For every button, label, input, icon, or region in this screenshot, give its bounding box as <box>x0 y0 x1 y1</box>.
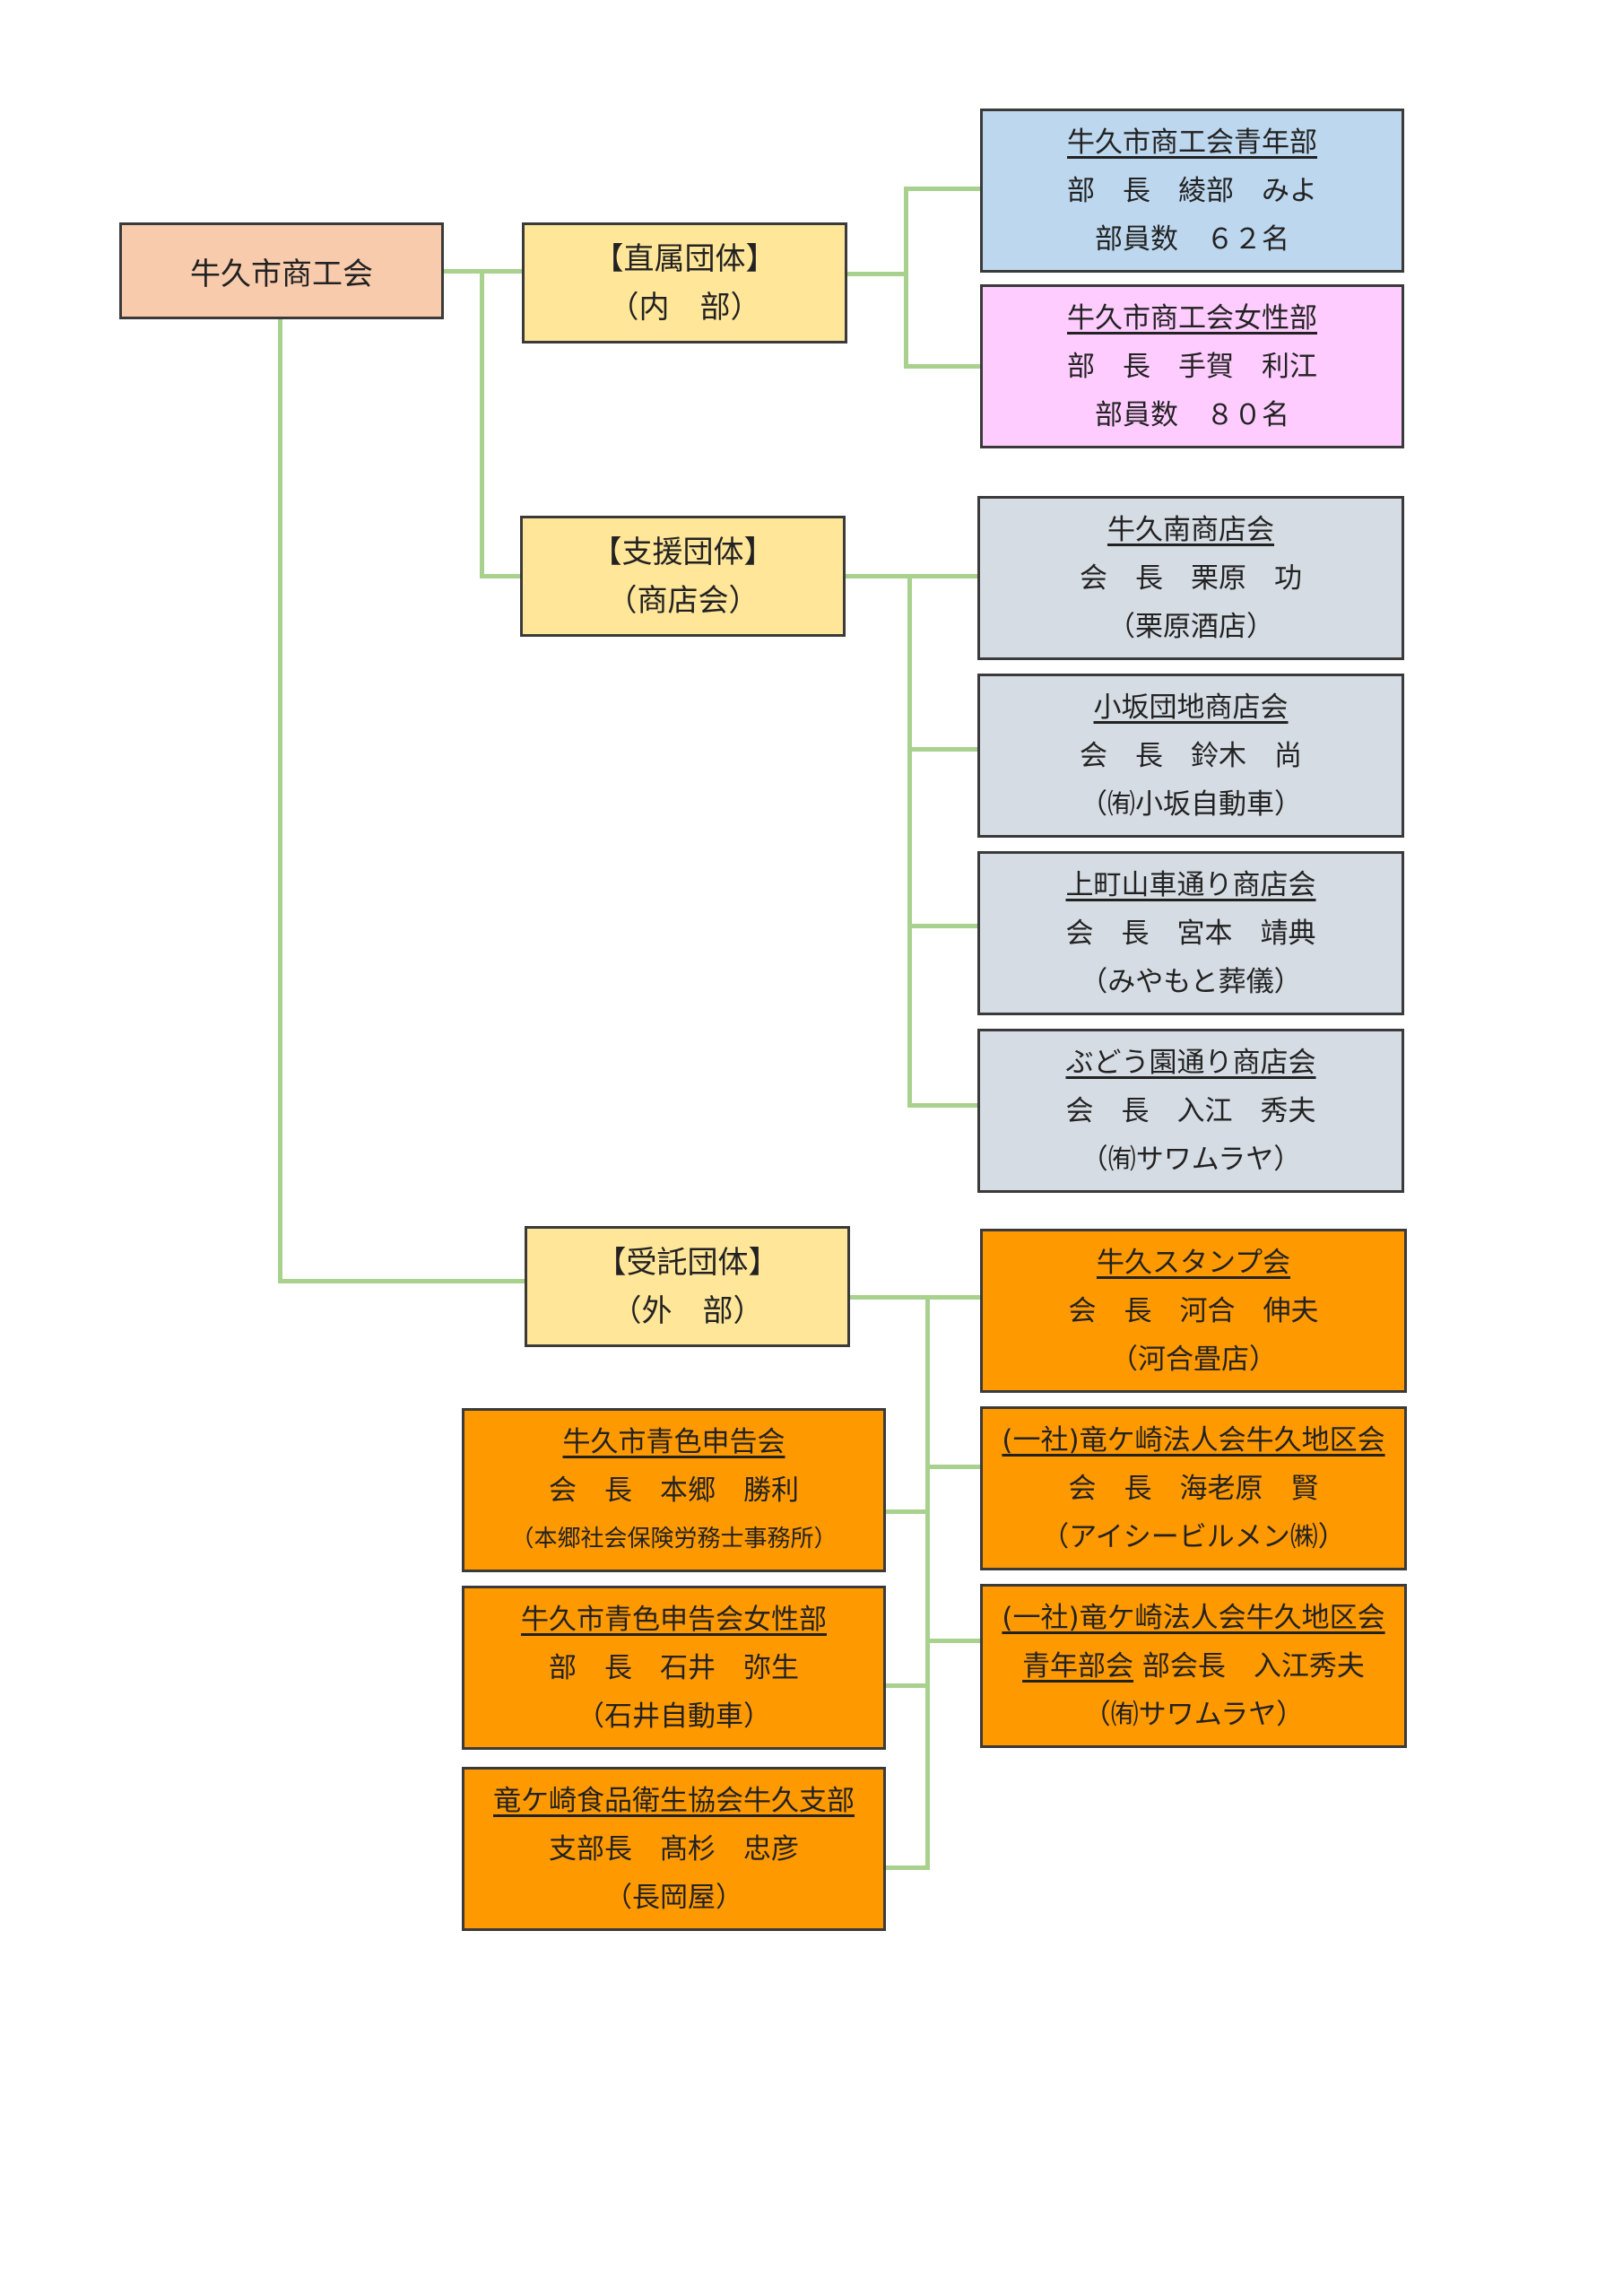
group-member-count: 部員数 ６２名 <box>1095 222 1289 256</box>
connector-line <box>925 1295 930 1870</box>
group-leader: 青年部会 部会長 入江秀夫 <box>1022 1642 1365 1691</box>
connector-line <box>480 574 525 578</box>
connector-line <box>278 319 282 1283</box>
shop-group: ぶどう園通り商店会 会 長 入江 秀夫 （㈲サワムラヤ） <box>977 1029 1404 1193</box>
connector-line <box>925 1639 980 1643</box>
group-affiliation: （アイシービルメン㈱） <box>1041 1520 1346 1553</box>
group-leader: 会 長 海老原 賢 <box>1068 1472 1319 1505</box>
commission-group: (一社)竜ケ崎法人会牛久地区会 会 長 海老原 賢 （アイシービルメン㈱） <box>980 1406 1407 1570</box>
category-direct-subtitle: （内 部） <box>608 289 761 326</box>
group-leader: 会 長 入江 秀夫 <box>1065 1094 1316 1127</box>
group-leader: 部 長 手賀 利江 <box>1067 350 1317 383</box>
group-subunit: 青年部会 <box>1022 1649 1134 1683</box>
connector-line <box>907 747 980 752</box>
category-commission-title: 【受託団体】 <box>595 1244 779 1281</box>
group-title: 牛久市青色申告会女性部 <box>521 1603 827 1636</box>
connector-line <box>444 269 525 274</box>
group-leader: 会 長 本郷 勝利 <box>549 1474 799 1507</box>
connector-line <box>907 1103 980 1108</box>
connector-line <box>907 574 912 1108</box>
connector-line <box>907 924 980 928</box>
connector-line <box>925 1465 980 1469</box>
shop-group: 牛久南商店会 会 長 栗原 功 （栗原酒店） <box>977 496 1404 660</box>
category-direct: 【直属団体】 （内 部） <box>522 222 847 344</box>
group-leader: 会 長 栗原 功 <box>1080 561 1302 595</box>
group-leader: 会 長 宮本 靖典 <box>1065 917 1316 950</box>
connector-line <box>904 364 980 369</box>
group-leader-name: 部会長 入江秀夫 <box>1133 1649 1365 1683</box>
category-commission-subtitle: （外 部） <box>611 1292 764 1329</box>
group-title: (一社)竜ケ崎法人会牛久地区会 <box>1002 1601 1385 1634</box>
category-commission: 【受託団体】 （外 部） <box>525 1226 850 1347</box>
group-title: 上町山車通り商店会 <box>1065 868 1316 901</box>
group-member-count: 部員数 ８０名 <box>1095 398 1289 431</box>
group-title: 牛久南商店会 <box>1107 513 1274 546</box>
connector-line <box>883 1866 928 1870</box>
connector-line <box>846 574 980 578</box>
group-title: 牛久市商工会女性部 <box>1067 301 1317 335</box>
group-leader: 部 長 石井 弥生 <box>549 1651 799 1684</box>
group-affiliation: （㈲サワムラヤ） <box>1082 1698 1305 1731</box>
group-affiliation: （みやもと葬儀） <box>1080 965 1302 998</box>
group-youth: 牛久市商工会青年部 部 長 綾部 みよ 部員数 ６２名 <box>980 109 1404 273</box>
group-title: 牛久市青色申告会 <box>562 1425 785 1458</box>
group-title: 竜ケ崎食品衛生協会牛久支部 <box>493 1784 855 1817</box>
group-leader: 部 長 綾部 みよ <box>1067 174 1317 207</box>
commission-group: 牛久スタンプ会 会 長 河合 伸夫 （河合畳店） <box>980 1229 1407 1393</box>
category-direct-title: 【直属団体】 <box>593 240 777 277</box>
category-support-subtitle: （商店会） <box>606 582 759 619</box>
category-support: 【支援団体】 （商店会） <box>520 516 846 637</box>
connector-line <box>904 187 908 369</box>
group-affiliation: （河合畳店） <box>1110 1343 1277 1376</box>
group-affiliation: （㈲小坂自動車） <box>1080 787 1302 821</box>
group-affiliation: （長岡屋） <box>604 1881 743 1914</box>
shop-group: 上町山車通り商店会 会 長 宮本 靖典 （みやもと葬儀） <box>977 851 1404 1015</box>
connector-line <box>278 1279 525 1283</box>
root-node: 牛久市商工会 <box>119 222 444 319</box>
connector-line <box>883 1683 928 1688</box>
commission-group: 牛久市青色申告会 会 長 本郷 勝利 （本郷社会保険労務士事務所） <box>462 1408 886 1572</box>
connector-line <box>480 269 484 578</box>
root-label: 牛久市商工会 <box>190 256 373 292</box>
group-affiliation: （石井自動車） <box>577 1700 771 1733</box>
connector-line <box>904 187 980 191</box>
group-affiliation: （栗原酒店） <box>1107 610 1274 643</box>
commission-group: 牛久市青色申告会女性部 部 長 石井 弥生 （石井自動車） <box>462 1586 886 1750</box>
group-title: ぶどう園通り商店会 <box>1065 1046 1316 1079</box>
group-title: 牛久市商工会青年部 <box>1067 126 1317 159</box>
group-leader: 会 長 河合 伸夫 <box>1068 1294 1319 1327</box>
group-title: 小坂団地商店会 <box>1093 691 1289 724</box>
commission-group: 竜ケ崎食品衛生協会牛久支部 支部長 髙杉 忠彦 （長岡屋） <box>462 1767 886 1931</box>
group-leader: 支部長 髙杉 忠彦 <box>549 1832 799 1866</box>
connector-line <box>883 1509 928 1514</box>
group-leader: 会 長 鈴木 尚 <box>1080 739 1302 772</box>
group-women: 牛久市商工会女性部 部 長 手賀 利江 部員数 ８０名 <box>980 284 1404 448</box>
connector-line <box>847 272 904 276</box>
commission-group: (一社)竜ケ崎法人会牛久地区会 青年部会 部会長 入江秀夫 （㈲サワムラヤ） <box>980 1584 1407 1748</box>
category-support-title: 【支援団体】 <box>591 534 775 570</box>
group-title: (一社)竜ケ崎法人会牛久地区会 <box>1002 1423 1385 1457</box>
group-title: 牛久スタンプ会 <box>1096 1246 1291 1279</box>
shop-group: 小坂団地商店会 会 長 鈴木 尚 （㈲小坂自動車） <box>977 674 1404 838</box>
group-affiliation: （㈲サワムラヤ） <box>1080 1143 1302 1176</box>
group-affiliation: （本郷社会保険労務士事務所） <box>510 1525 838 1552</box>
connector-line <box>850 1295 980 1300</box>
